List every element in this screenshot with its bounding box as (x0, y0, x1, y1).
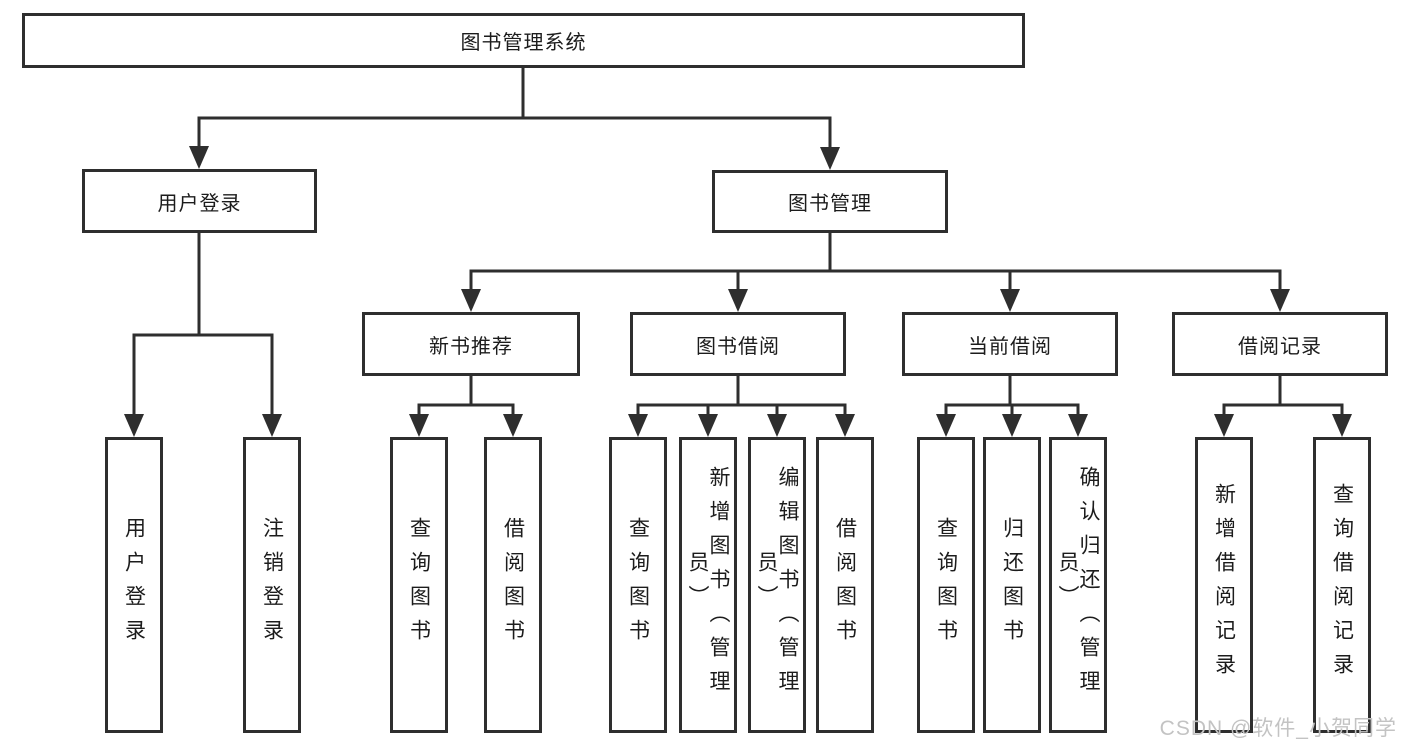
node-borrowing-records: 借阅记录 (1172, 312, 1388, 376)
node-user-login: 用户登录 (82, 169, 317, 233)
csdn-watermark: CSDN @软件_小贺同学 (1159, 717, 1397, 740)
leaf-query-books-current: 查询图书 (917, 437, 975, 733)
node-book-borrowing: 图书借阅 (630, 312, 846, 376)
node-library-management-system: 图书管理系统 (22, 13, 1025, 68)
leaf-edit-book-admin: 编辑图书（管理员） (748, 437, 806, 733)
node-current-borrowing: 当前借阅 (902, 312, 1118, 376)
leaf-return-book: 归还图书 (983, 437, 1041, 733)
node-new-book-recommendation: 新书推荐 (362, 312, 580, 376)
node-book-management: 图书管理 (712, 170, 948, 233)
leaf-logout: 注销登录 (243, 437, 301, 733)
leaf-query-books-recommend: 查询图书 (390, 437, 448, 733)
leaf-user-login: 用户登录 (105, 437, 163, 733)
leaf-confirm-return-admin: 确认归还（管理员） (1049, 437, 1107, 733)
leaf-query-books-borrowing: 查询图书 (609, 437, 667, 733)
leaf-add-borrow-record: 新增借阅记录 (1195, 437, 1253, 733)
leaf-query-borrow-record: 查询借阅记录 (1313, 437, 1371, 733)
leaf-add-book-admin: 新增图书（管理员） (679, 437, 737, 733)
arrowheads (124, 146, 1352, 437)
leaf-borrow-books-recommend: 借阅图书 (484, 437, 542, 733)
leaf-borrow-books-borrowing: 借阅图书 (816, 437, 874, 733)
